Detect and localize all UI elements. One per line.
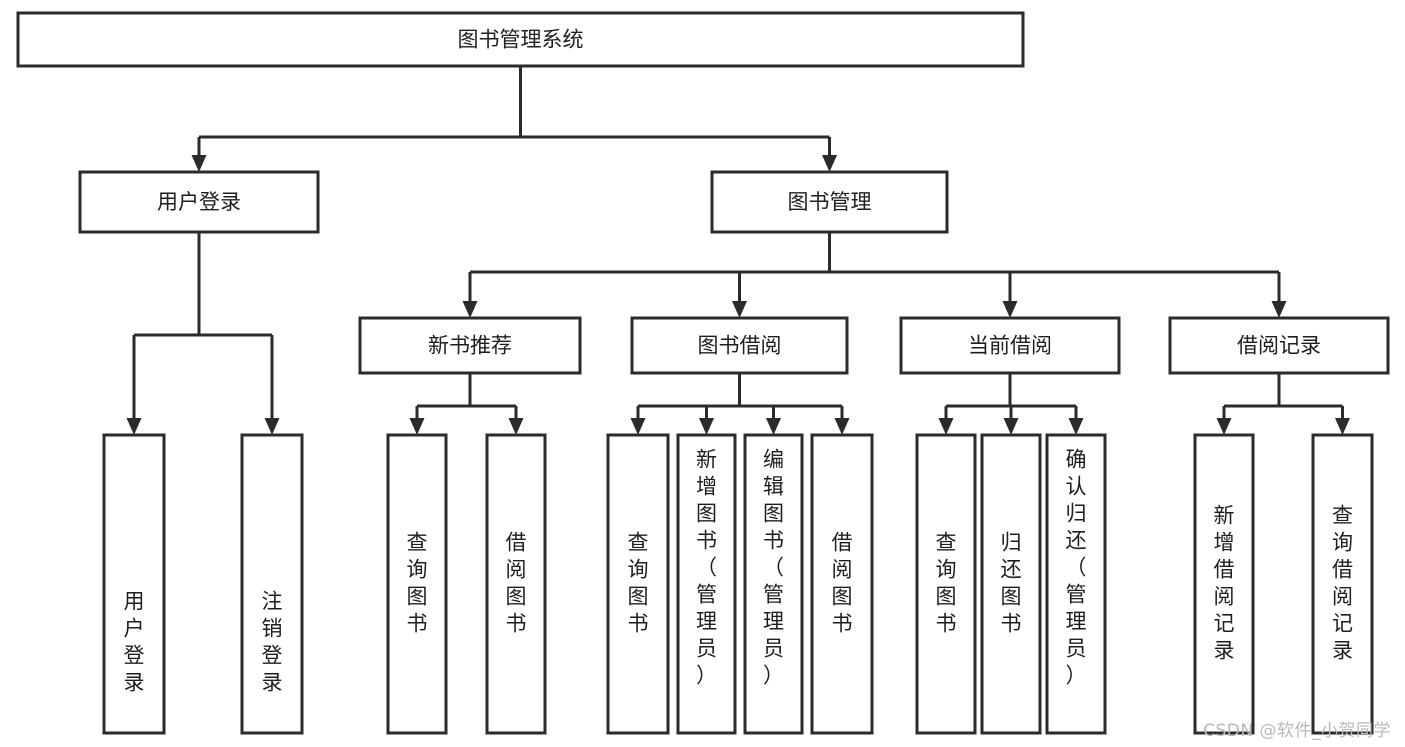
arrowhead-icon [191, 155, 207, 172]
node-new-book-rec[interactable]: 新书推荐 [358, 316, 582, 375]
node-user-login[interactable]: 用户登录 [78, 170, 320, 234]
node-label: 查询图书 [628, 531, 649, 636]
node-label: 用户登录 [157, 190, 241, 214]
node-box [16, 11, 1025, 68]
node-leaf-edit-book[interactable]: 编辑图书（管理员） [743, 433, 804, 735]
node-current-borrow[interactable]: 当前借阅 [899, 316, 1121, 375]
node-label: 查询图书 [936, 531, 957, 636]
node-leaf-logout[interactable]: 注销登录 [240, 433, 304, 735]
node-leaf-return-book[interactable]: 归还图书 [980, 433, 1042, 735]
node-label: 新书推荐 [428, 334, 512, 358]
connector-group-borrow-record [1216, 373, 1350, 435]
node-label: 注销登录 [262, 590, 283, 695]
arrowhead-icon [1068, 418, 1084, 435]
arrowhead-icon [508, 418, 524, 435]
node-label: 当前借阅 [968, 334, 1052, 358]
arrowhead-icon [1216, 418, 1232, 435]
node-leaf-query-book-rec[interactable]: 查询图书 [386, 433, 448, 735]
watermark-label: CSDN @软件_小贺同学 [1203, 721, 1391, 741]
connector-group-current-borrow [938, 373, 1084, 435]
node-book-manage[interactable]: 图书管理 [710, 170, 949, 234]
arrowhead-icon [1271, 301, 1287, 318]
node-box [1311, 433, 1374, 735]
node-leaf-add-book[interactable]: 新增图书（管理员） [676, 433, 737, 735]
node-label: 新增图书（管理员） [696, 448, 717, 688]
arrowhead-icon [822, 155, 837, 172]
connector-group-book-manage [462, 232, 1287, 318]
node-box [358, 316, 582, 375]
arrowhead-icon [264, 418, 280, 435]
arrowhead-icon [1002, 301, 1018, 318]
node-label: 查询借阅记录 [1332, 504, 1353, 663]
node-leaf-query-record[interactable]: 查询借阅记录 [1311, 433, 1374, 735]
node-leaf-add-record[interactable]: 新增借阅记录 [1193, 433, 1255, 735]
arrowhead-icon [630, 418, 646, 435]
node-leaf-user-login[interactable]: 用户登录 [102, 433, 166, 735]
connectors-layer [126, 66, 1350, 435]
node-book-borrow[interactable]: 图书借阅 [630, 316, 849, 375]
node-leaf-borrow-book-rec[interactable]: 借阅图书 [485, 433, 547, 735]
connector-group-new-book-rec [409, 373, 524, 435]
node-box [1045, 433, 1107, 735]
node-box [1168, 316, 1390, 375]
arrowhead-icon [766, 418, 781, 435]
node-box [915, 433, 977, 735]
node-leaf-query-book-borrow[interactable]: 查询图书 [606, 433, 670, 735]
node-box [78, 170, 320, 234]
node-label: 借阅图书 [832, 531, 853, 636]
node-box [102, 433, 166, 735]
arrowhead-icon [1003, 418, 1019, 435]
node-label: 图书管理 [788, 190, 872, 214]
connector-group-user-login [126, 232, 280, 435]
connector-group-root [191, 66, 837, 172]
node-leaf-query-book-current[interactable]: 查询图书 [915, 433, 977, 735]
arrowhead-icon [409, 418, 425, 435]
node-box [743, 433, 804, 735]
node-box [630, 316, 849, 375]
node-label: 新增借阅记录 [1214, 504, 1235, 663]
node-label: 图书借阅 [698, 334, 782, 358]
node-label: 用户登录 [124, 590, 145, 695]
node-box [899, 316, 1121, 375]
node-box [606, 433, 670, 735]
node-box [710, 170, 949, 234]
node-label: 借阅记录 [1237, 334, 1321, 358]
arrowhead-icon [834, 418, 850, 435]
arrowhead-icon [126, 418, 142, 435]
arrowhead-icon [699, 418, 714, 435]
node-box [240, 433, 304, 735]
node-box [485, 433, 547, 735]
node-label: 确认归还（管理员） [1066, 448, 1087, 688]
arrowhead-icon [462, 301, 478, 318]
arrowhead-icon [938, 418, 954, 435]
node-label: 查询图书 [407, 531, 428, 636]
node-leaf-borrow-book[interactable]: 借阅图书 [810, 433, 874, 735]
node-label: 借阅图书 [506, 531, 527, 636]
node-root[interactable]: 图书管理系统 [16, 11, 1025, 68]
node-box [810, 433, 874, 735]
nodes-layer: 图书管理系统用户登录图书管理新书推荐图书借阅当前借阅借阅记录用户登录注销登录查询… [16, 11, 1390, 735]
node-leaf-confirm-return[interactable]: 确认归还（管理员） [1045, 433, 1107, 735]
node-box [676, 433, 737, 735]
arrowhead-icon [732, 301, 747, 318]
node-label: 归还图书 [1001, 531, 1022, 636]
node-borrow-record[interactable]: 借阅记录 [1168, 316, 1390, 375]
node-label: 图书管理系统 [458, 28, 584, 52]
node-label: 编辑图书（管理员） [763, 448, 784, 688]
connector-group-book-borrow [630, 373, 850, 435]
node-box [386, 433, 448, 735]
node-box [980, 433, 1042, 735]
node-box [1193, 433, 1255, 735]
arrowhead-icon [1335, 418, 1350, 435]
